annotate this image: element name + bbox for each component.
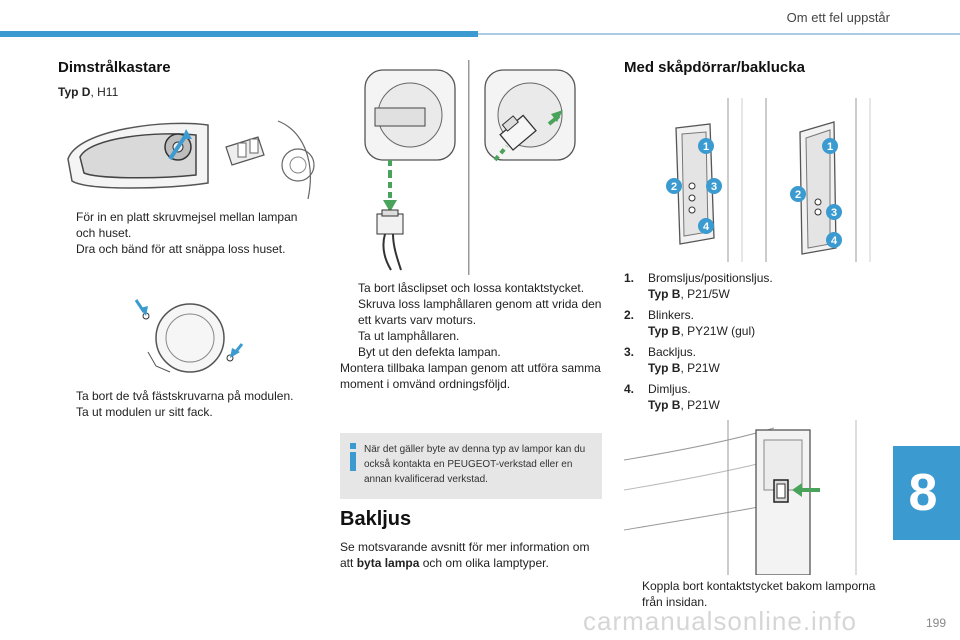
list-item: 4. Dimljus. Typ B, P21W [624, 382, 720, 412]
fog-lamp-cover-figure [58, 111, 320, 203]
chapter-number: 8 [908, 464, 938, 522]
steps-remove-module: Ta bort de två fästskruvarna på modulen.… [58, 388, 318, 420]
chapter-tab: 8 [893, 446, 960, 540]
svg-text:1: 1 [703, 141, 709, 153]
steps-replace-bulb: Ta bort låsclipset och lossa kontaktstyc… [340, 280, 602, 392]
bulb-type-value: , H11 [90, 85, 119, 99]
header-accent-bar [0, 31, 478, 37]
section-title-skapdorrar: Med skåpdörrar/baklucka [624, 59, 805, 76]
bakljus-text: Se motsvarande avsnitt för mer informati… [340, 540, 590, 570]
chapter-title: Om ett fel uppstår [786, 10, 890, 25]
callout-badge-2: 2 [666, 178, 682, 194]
bulb-type: Typ D, H11 [58, 84, 118, 100]
info-box: När det gäller byte av denna typ av lamp… [340, 433, 602, 499]
list-item: 1. Bromsljus/positionsljus. Typ B, P21/5… [624, 271, 773, 301]
svg-text:1: 1 [827, 141, 833, 153]
svg-text:4: 4 [703, 221, 710, 233]
lamp-holder-figure [345, 60, 585, 275]
steps-remove-cover: För in en platt skruvmejsel mellan lampa… [58, 209, 308, 257]
list-item: För in en platt skruvmejsel mellan lampa… [76, 210, 298, 240]
bulb-type-label: Typ D [58, 85, 91, 99]
section-title-dimstralkastare: Dimstrålkastare [58, 59, 171, 76]
connector-figure [624, 420, 886, 575]
svg-text:2: 2 [795, 189, 801, 201]
figure-divider [468, 60, 469, 275]
bulb-list: 1. Bromsljus/positionsljus. Typ B, P21/5… [624, 270, 886, 418]
list-item: Dra och bänd för att snäppa loss huset. [76, 242, 286, 256]
page-number: 199 [925, 616, 946, 630]
list-item: Ta bort låsclipset och lossa kontaktstyc… [358, 281, 585, 295]
header-rule [478, 33, 960, 35]
callout-badge-4: 4 [826, 232, 842, 248]
callout-badge-3: 3 [706, 178, 722, 194]
callout-badge-2: 2 [790, 186, 806, 202]
step-disconnect: Koppla bort kontaktstycket bakom lamporn… [624, 578, 886, 610]
svg-text:4: 4 [831, 235, 838, 247]
rear-lamp-figure: 1 2 3 4 1 2 3 4 [624, 98, 886, 262]
callout-badge-3: 3 [826, 204, 842, 220]
watermark: carmanualsonline.info [583, 606, 857, 636]
list-item: 2. Blinkers. Typ B, PY21W (gul) [624, 308, 756, 338]
callout-badge-1: 1 [822, 138, 838, 154]
svg-text:3: 3 [711, 181, 717, 193]
reassemble-text: Montera tillbaka lampan genom att utföra… [340, 361, 601, 391]
bakljus-link-text: byta lampa [356, 556, 420, 570]
list-item: Ta ut modulen ur sitt fack. [76, 405, 213, 419]
svg-text:3: 3 [831, 207, 837, 219]
callout-badge-4: 4 [698, 218, 714, 234]
list-item: Ta bort de två fästskruvarna på modulen. [76, 389, 294, 403]
list-item: Ta ut lamphållaren. [358, 329, 460, 343]
section-title-bakljus: Bakljus [340, 508, 412, 530]
list-item: Skruva loss lamphållaren genom att vrida… [358, 297, 602, 327]
callout-badge-1: 1 [698, 138, 714, 154]
info-text: När det gäller byte av denna typ av lamp… [364, 444, 586, 485]
fog-module-figure [130, 292, 250, 382]
list-item: 3. Backljus. Typ B, P21W [624, 345, 720, 375]
list-item: Koppla bort kontaktstycket bakom lamporn… [642, 579, 876, 609]
list-item: Byt ut den defekta lampan. [358, 345, 501, 359]
info-icon [350, 443, 356, 471]
svg-text:2: 2 [671, 181, 677, 193]
